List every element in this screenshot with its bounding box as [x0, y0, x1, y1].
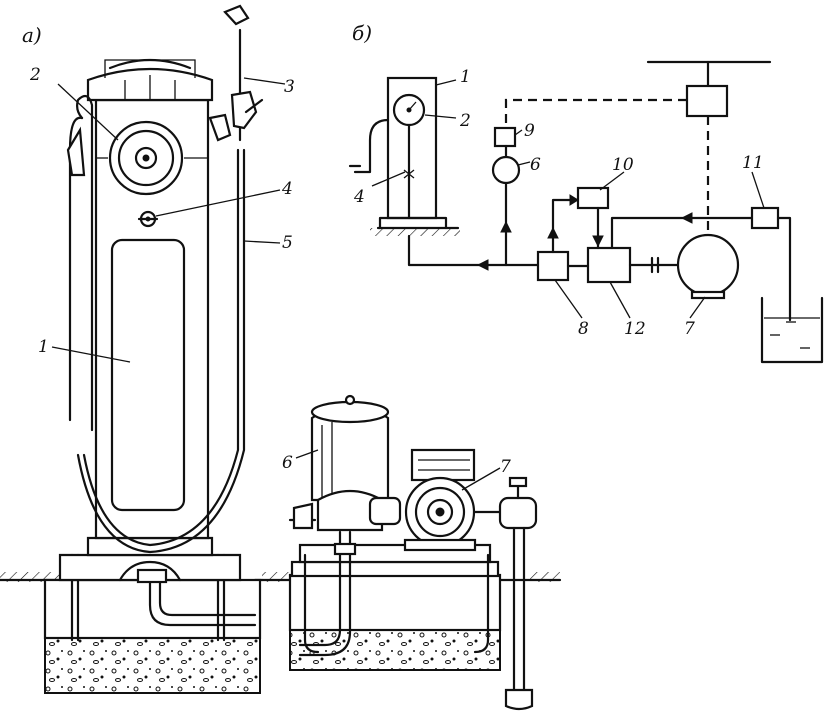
label-a-2: 2 — [29, 65, 41, 85]
label-b-9: 9 — [524, 121, 535, 141]
label-b-4: 4 — [353, 187, 365, 207]
label-bottom-6: 6 — [282, 453, 293, 473]
panel-a-dispenser — [0, 4, 286, 694]
valve-handwheel-a — [137, 210, 159, 228]
box-8 — [536, 250, 570, 282]
label-b-12: 12 — [624, 319, 646, 339]
tank — [760, 296, 824, 364]
panel-b-label: б) — [352, 21, 372, 45]
meter-6 — [491, 155, 521, 185]
label-a-4: 4 — [281, 179, 293, 199]
label-a-5: 5 — [282, 233, 293, 253]
label-b-7: 7 — [684, 319, 695, 339]
panel-b-schematic — [348, 60, 824, 364]
box-9 — [493, 126, 517, 148]
label-b-1: 1 — [460, 67, 471, 87]
mini-dispenser — [348, 76, 460, 236]
hose-loop — [82, 148, 240, 547]
label-b-10: 10 — [612, 155, 634, 175]
motor-7 — [676, 233, 740, 300]
control-box — [685, 84, 729, 118]
label-b-11: 11 — [742, 153, 764, 173]
label-b-2: 2 — [459, 111, 471, 131]
label-b-6: 6 — [530, 155, 541, 175]
ground-a — [0, 572, 264, 694]
label-b-8: 8 — [578, 319, 589, 339]
panel-a-label: а) — [22, 23, 42, 47]
gauge-dial-a — [96, 120, 208, 196]
label-a-3: 3 — [284, 77, 295, 97]
pump-unit — [260, 394, 562, 711]
label-bottom-7: 7 — [500, 457, 511, 477]
motor-unit-7 — [403, 448, 477, 552]
filter-tank-6 — [310, 394, 390, 532]
sight-window — [110, 238, 186, 512]
box-12 — [586, 246, 632, 284]
box-11 — [750, 206, 780, 230]
nozzle-pistol-a — [208, 4, 264, 142]
box-10 — [576, 186, 610, 210]
label-a-1: 1 — [38, 337, 49, 357]
